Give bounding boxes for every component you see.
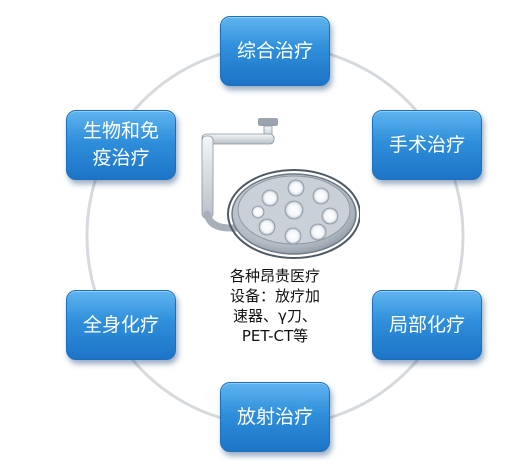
node-label: 全身化疗 [82, 313, 159, 336]
node-local-chemotherapy: 局部化疗 [372, 290, 482, 360]
node-label-line: 疫治疗 [92, 147, 150, 169]
node-systemic-chemotherapy: 全身化疗 [66, 290, 176, 360]
node-biological-immunotherapy: 生物和免 疫治疗 [66, 110, 176, 180]
center-line: PET-CT等 [241, 327, 309, 345]
center-line: 设备：放疗加 [229, 287, 320, 305]
node-label: 手术治疗 [388, 133, 465, 156]
node-label: 综合治疗 [236, 39, 313, 62]
center-line: 速器、γ刀、 [233, 307, 317, 325]
node-label-multiline: 生物和免 疫治疗 [83, 118, 159, 172]
surgical-lamp-icon [201, 118, 360, 259]
node-comprehensive-treatment: 综合治疗 [220, 16, 330, 86]
node-label-line: 生物和免 [82, 120, 159, 142]
node-label: 局部化疗 [388, 313, 465, 336]
center-description: 各种昂贵医疗 设备：放疗加 速器、γ刀、 PET-CT等 [190, 266, 360, 346]
node-surgical-treatment: 手术治疗 [372, 110, 482, 180]
node-radiotherapy: 放射治疗 [220, 382, 330, 452]
center-line: 各种昂贵医疗 [229, 267, 320, 285]
node-label: 放射治疗 [236, 405, 313, 428]
